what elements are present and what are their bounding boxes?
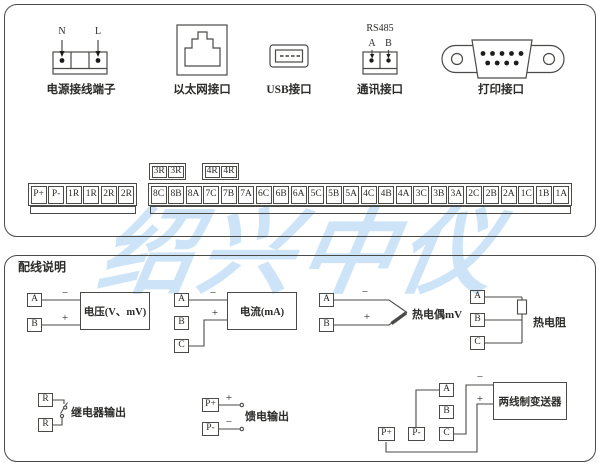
terminal-cell: 6C <box>255 185 272 204</box>
terminal-cell: 4C <box>360 185 377 204</box>
terminal-cell: 3C <box>413 185 430 204</box>
terminal-cell: 2B <box>483 185 500 204</box>
transmitter-terminal-c: C <box>439 427 454 441</box>
power-connector-label: 电源接线端子 <box>46 84 116 96</box>
thermocouple-terminal-a: A <box>319 293 334 307</box>
feed-minus-sign: − <box>225 416 233 428</box>
relay-output-label: 继电器输出 <box>71 407 126 419</box>
relay-terminal-r2: R <box>38 418 53 432</box>
wiring-notes-title: 配线说明 <box>18 260 67 274</box>
voltage-input-box: 电压(V、mV) <box>80 292 150 330</box>
terminal-cell: 8A <box>185 185 202 204</box>
transmitter-box: 两线制变送器 <box>493 382 567 420</box>
terminal-cell: 2R <box>118 185 135 204</box>
terminal-cell: 3R <box>151 165 167 178</box>
voltage-plus-sign: + <box>61 312 69 324</box>
current-minus-sign: − <box>209 287 217 299</box>
terminal-cell: 8B <box>168 185 185 204</box>
relay-terminal-r1: R <box>38 393 53 407</box>
transmitter-terminal-b: B <box>439 405 454 419</box>
terminal-cell: 2A <box>500 185 517 204</box>
terminal-cell: 6A <box>290 185 307 204</box>
terminal-cell: 2R <box>100 185 117 204</box>
terminal-cell: 1R <box>65 185 82 204</box>
transmitter-terminal-pminus: P- <box>408 427 425 441</box>
feed-terminal-pminus: P- <box>202 422 219 436</box>
terminal-cell: 1R <box>83 185 100 204</box>
transmitter-terminal-pplus: P+ <box>378 427 395 441</box>
ethernet-connector-label: 以太网接口 <box>173 84 231 96</box>
rear-connectors-panel <box>4 4 596 237</box>
voltage-terminal-b: B <box>27 318 42 332</box>
terminal-cell: 3B <box>430 185 447 204</box>
thermocouple-minus-sign: − <box>361 286 369 298</box>
rtd-terminal-b: B <box>470 313 485 327</box>
terminal-cell: P+ <box>30 185 47 204</box>
printer-connector-label: 打印接口 <box>478 84 524 96</box>
comm-connector-label: 通讯接口 <box>357 84 403 96</box>
terminal-strip-right-base <box>149 205 571 214</box>
terminal-cell: 5A <box>343 185 360 204</box>
current-plus-sign: + <box>211 307 219 319</box>
feed-output-label: 馈电输出 <box>245 411 289 423</box>
terminal-cell: 1C <box>518 185 535 204</box>
current-terminal-b: B <box>174 316 189 330</box>
current-terminal-c: C <box>174 339 189 353</box>
thermocouple-plus-sign: + <box>363 311 371 323</box>
power-terminal-n-label: N <box>58 26 66 37</box>
rs485-title: RS485 <box>366 23 394 34</box>
terminal-cell: 8C <box>150 185 167 204</box>
rs485-b-label: B <box>385 38 392 49</box>
power-terminal-l-label: L <box>94 26 102 37</box>
terminal-cell: 5C <box>308 185 325 204</box>
voltage-terminal-a: A <box>27 293 42 307</box>
terminal-cell: 7A <box>238 185 255 204</box>
terminal-cell: 4B <box>378 185 395 204</box>
terminal-cell: 3R <box>168 165 184 178</box>
terminal-cell: 5B <box>325 185 342 204</box>
rtd-terminal-a: A <box>470 290 485 304</box>
terminal-cell: P- <box>48 185 65 204</box>
rtd-terminal-c: C <box>470 336 485 350</box>
terminal-cell: 1A <box>553 185 570 204</box>
terminal-cell: 3A <box>448 185 465 204</box>
usb-connector-label: USB接口 <box>266 84 312 96</box>
terminal-cell: 6B <box>273 185 290 204</box>
thermocouple-label: 热电偶mV <box>412 309 463 321</box>
terminal-cell: 4A <box>395 185 412 204</box>
wiring-notes-panel <box>4 255 596 462</box>
terminal-strip-left-base <box>29 205 136 214</box>
terminal-cell: 4R <box>204 165 220 178</box>
transmitter-terminal-a: A <box>439 383 454 397</box>
terminal-cell: 2C <box>465 185 482 204</box>
voltage-minus-sign: − <box>61 287 69 299</box>
rs485-a-label: A <box>368 38 376 49</box>
terminal-cell: 7B <box>220 185 237 204</box>
transmitter-plus-sign: + <box>476 393 484 405</box>
terminal-cell: 4R <box>221 165 237 178</box>
thermocouple-terminal-b: B <box>319 318 334 332</box>
feed-terminal-pplus: P+ <box>202 398 219 412</box>
transmitter-minus-sign: − <box>476 371 484 383</box>
rtd-label: 热电阻 <box>533 317 566 329</box>
terminal-cell: 1B <box>535 185 552 204</box>
current-terminal-a: A <box>174 293 189 307</box>
feed-plus-sign: + <box>225 392 233 404</box>
terminal-cell: 7C <box>203 185 220 204</box>
current-input-box: 电流(mA) <box>227 292 297 330</box>
